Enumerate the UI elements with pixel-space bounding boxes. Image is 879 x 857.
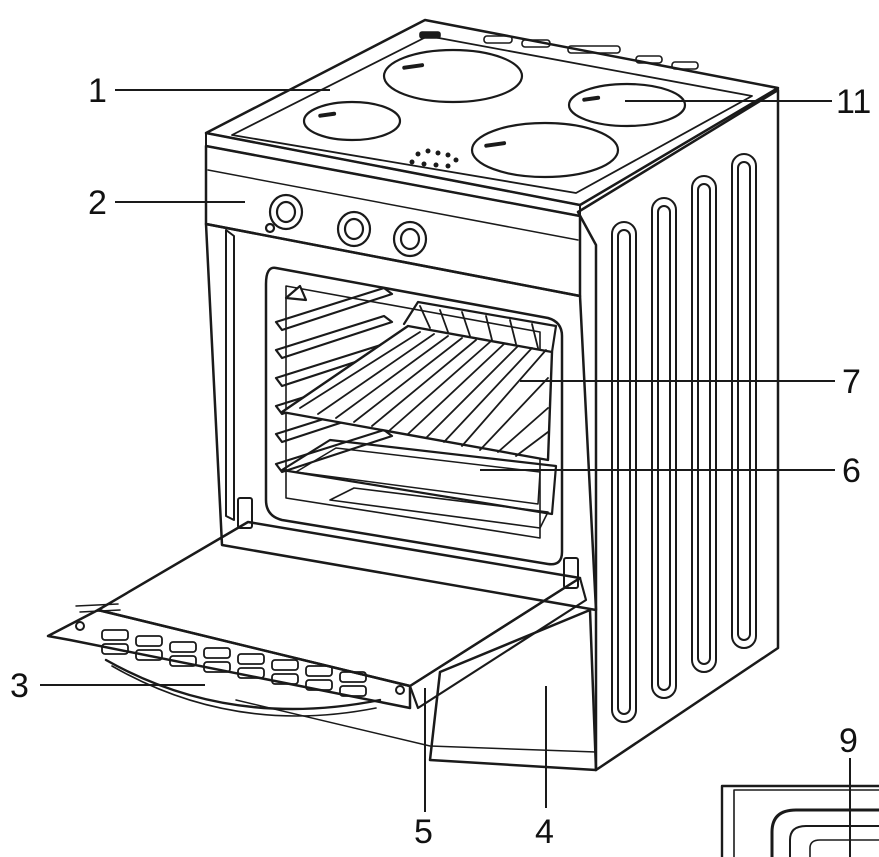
callout-11: 11 (836, 83, 871, 121)
indicator-lights (409, 148, 459, 169)
door-vents (101, 629, 367, 697)
wire-rack (280, 300, 558, 462)
hob-glass (231, 35, 753, 194)
callout-4: 4 (535, 813, 554, 851)
side-panel (576, 88, 780, 772)
control-knobs (264, 193, 428, 258)
oven-door-open (46, 520, 588, 717)
door-hinges (225, 229, 579, 589)
hot-plate-indicators (318, 63, 601, 148)
oven-cavity (264, 266, 564, 566)
hot-plate-front-right (470, 121, 620, 179)
hot-plate-front-left (302, 100, 402, 142)
hot-plate-rear-right (567, 82, 687, 128)
door-edge (46, 608, 412, 710)
leader-lines (40, 89, 851, 857)
baking-tray (280, 438, 558, 529)
callout-7: 7 (842, 363, 861, 401)
door-handle (104, 658, 382, 711)
door-right-rail (408, 576, 588, 710)
callout-labels: 1 2 3 4 5 6 7 9 11 (10, 72, 871, 851)
hob-rear-strip (419, 31, 699, 70)
cooker-illustration (46, 18, 879, 857)
callout-5: 5 (414, 813, 433, 851)
oven-front-frame (204, 222, 598, 612)
callout-9: 9 (839, 722, 858, 760)
hot-plate-rear-left (382, 48, 524, 104)
callout-6: 6 (842, 452, 861, 490)
callout-3: 3 (10, 667, 29, 705)
inset-detail (720, 784, 879, 857)
side-panel-ribs (611, 153, 757, 723)
callout-1: 1 (88, 72, 107, 110)
callout-2: 2 (88, 184, 107, 222)
hob-edge (205, 132, 581, 217)
storage-drawer (428, 608, 598, 772)
hot-plates (302, 48, 687, 179)
